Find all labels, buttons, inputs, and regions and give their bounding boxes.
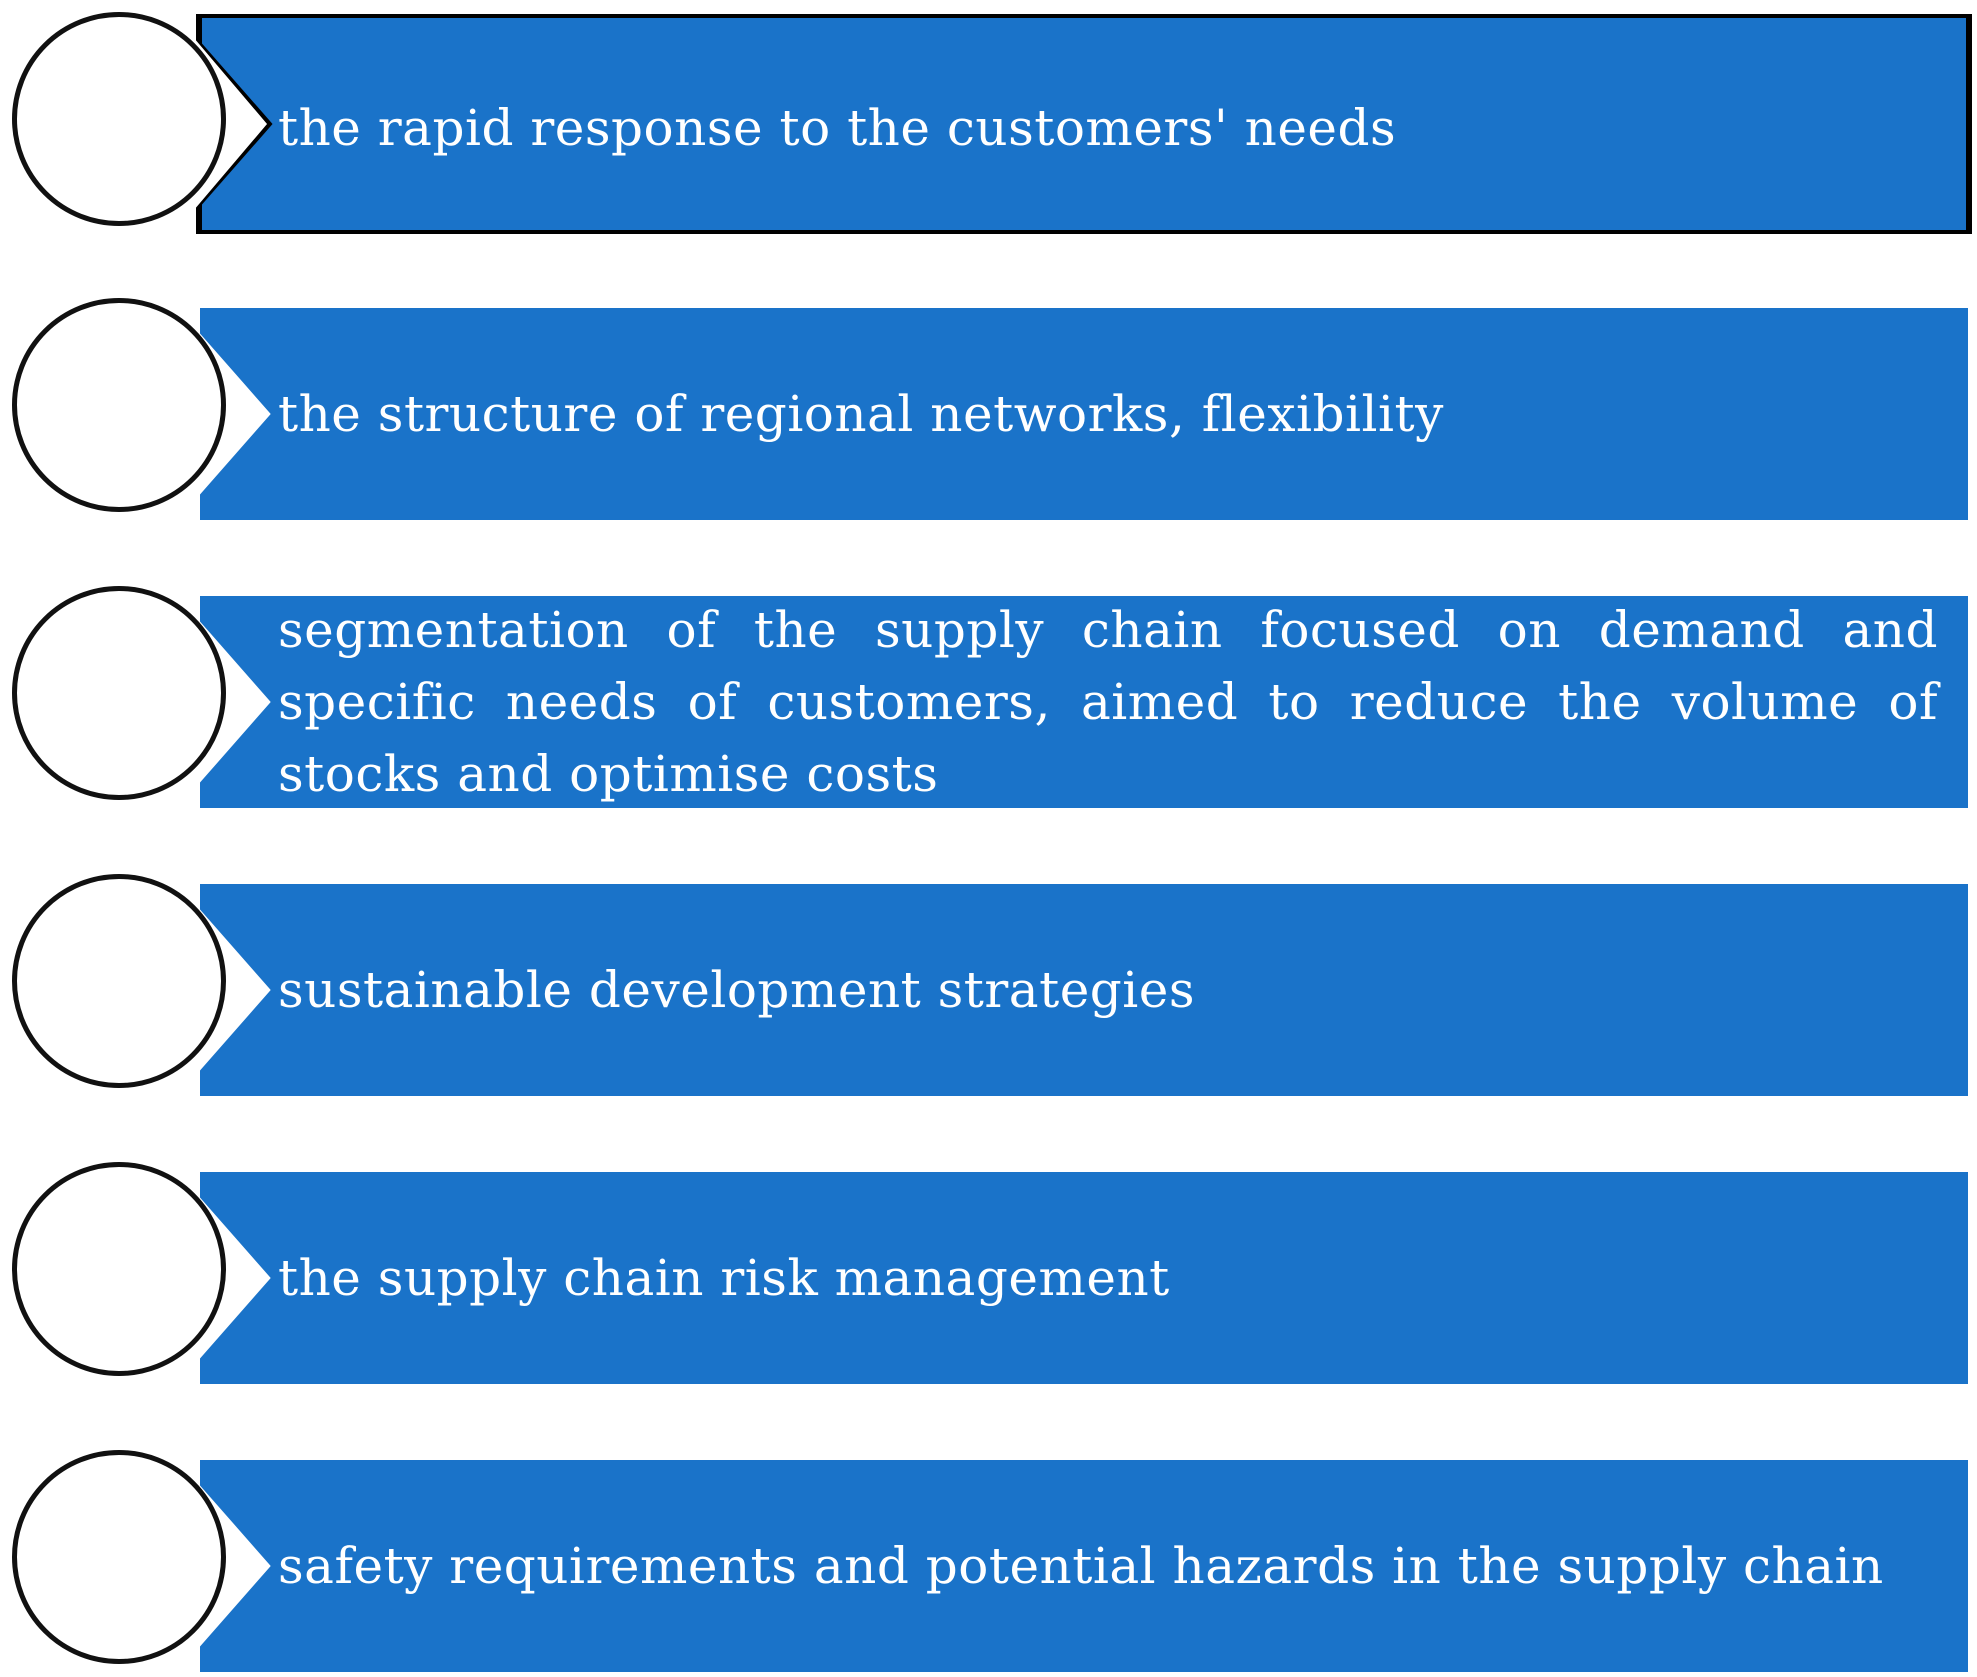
- list-item: the rapid response to the customers' nee…: [0, 0, 1977, 234]
- item-label: the rapid response to the customers' nee…: [278, 99, 1397, 157]
- banner: [200, 308, 1968, 520]
- item-label: safety requirements and potential hazard…: [278, 1537, 1884, 1595]
- circle-icon: [12, 1450, 226, 1664]
- circle-icon: [12, 298, 226, 512]
- list-item: the structure of regional networks, flex…: [0, 286, 1977, 520]
- item-label: the structure of regional networks, flex…: [278, 385, 1444, 443]
- item-label: the supply chain risk management: [278, 1249, 1170, 1307]
- list-item: sustainable development strategies: [0, 862, 1977, 1096]
- circle-icon: [12, 586, 226, 800]
- list-item: the supply chain risk management: [0, 1150, 1977, 1384]
- list-item: safety requirements and potential hazard…: [0, 1438, 1977, 1672]
- list-item: segmentation of the supply chain focused…: [0, 574, 1977, 808]
- banner: [200, 596, 1968, 808]
- banner: [202, 18, 1966, 230]
- banner: [200, 1172, 1968, 1384]
- circle-icon: [12, 12, 226, 226]
- banner: [200, 884, 1968, 1096]
- banner: [200, 1460, 1968, 1672]
- item-label: sustainable development strategies: [278, 961, 1196, 1019]
- circle-icon: [12, 874, 226, 1088]
- item-label: segmentation of the supply chain focused…: [278, 601, 1938, 803]
- circle-icon: [12, 1162, 226, 1376]
